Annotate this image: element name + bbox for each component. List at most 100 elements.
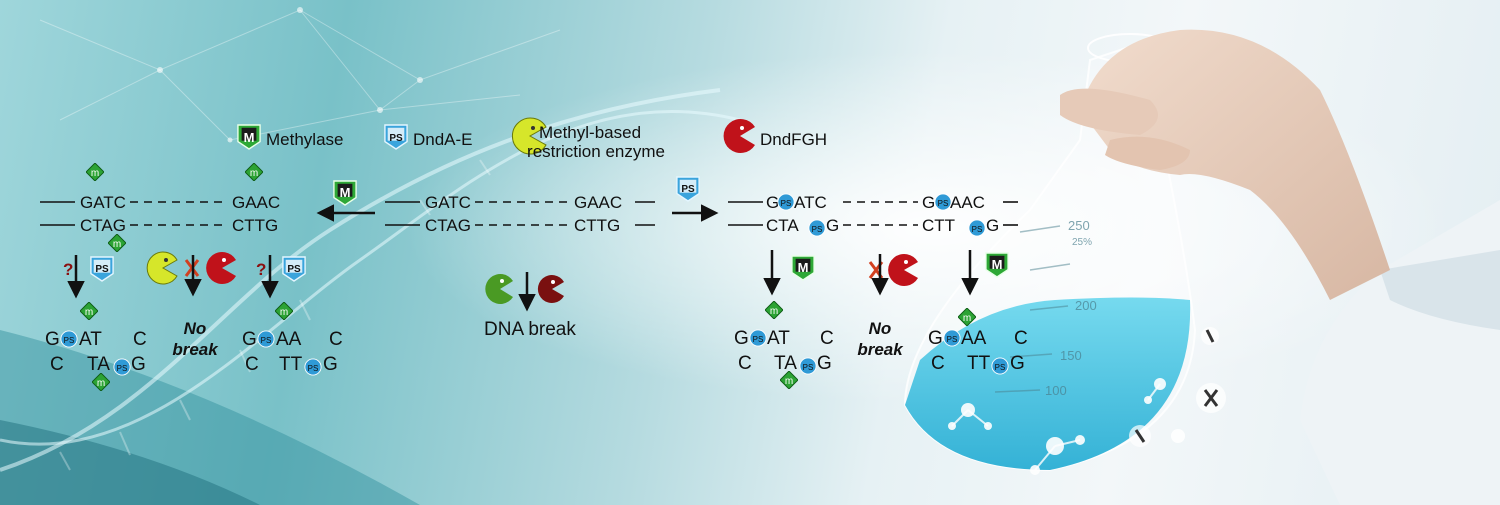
svg-text:PS: PS <box>947 335 958 344</box>
svg-text:PS: PS <box>389 133 403 144</box>
left-top-site-1: GATC <box>80 193 126 212</box>
svg-text:PS: PS <box>117 364 128 373</box>
flask-mark-100: 100 <box>1045 383 1067 398</box>
svg-text:C: C <box>738 353 752 374</box>
right-product-1: m G PS AT C C TA PS G m <box>734 301 834 389</box>
flask-mark-200: 200 <box>1075 298 1097 313</box>
center-top-site-2: GAAC <box>574 193 622 212</box>
svg-text:G: G <box>131 354 146 375</box>
svg-text:m: m <box>785 376 793 387</box>
svg-text:AAC: AAC <box>950 193 985 212</box>
svg-text:PS: PS <box>64 336 75 345</box>
left-bottom-site-1: CTAG <box>80 216 126 235</box>
svg-text:M: M <box>244 130 255 145</box>
dna-break-label: DNA break <box>484 319 576 340</box>
svg-text:PS: PS <box>287 264 301 275</box>
svg-text:C: C <box>1014 328 1028 349</box>
right-dna: G PS ATC CTA PS G G PS AAC CTT PS G <box>728 193 1018 237</box>
left-top-site-2: GAAC <box>232 193 280 212</box>
svg-text:m: m <box>91 168 99 179</box>
svg-text:ATC: ATC <box>794 193 827 212</box>
svg-text:G: G <box>1010 353 1025 374</box>
left-product-2: m G PS AA C C TT PS G <box>242 302 343 376</box>
svg-text:?: ? <box>256 260 266 279</box>
svg-text:M: M <box>992 257 1003 272</box>
left-pathway-2 <box>146 251 236 297</box>
svg-text:PS: PS <box>261 336 272 345</box>
svg-text:m: m <box>250 168 258 179</box>
svg-text:AA: AA <box>961 328 987 349</box>
svg-text:m: m <box>113 239 121 250</box>
svg-text:m: m <box>770 306 778 317</box>
legend-methylase-label: Methylase <box>266 130 343 149</box>
svg-text:AT: AT <box>79 329 102 350</box>
center-break-pathway <box>485 272 564 312</box>
right-product-2: m G PS AA C C TT PS G <box>928 308 1028 375</box>
svg-text:M: M <box>340 185 351 200</box>
left-pathway-1: ? PS <box>63 255 114 299</box>
svg-text:G: G <box>817 353 832 374</box>
left-dna: m m GATC CTAG GAAC CTTG m <box>40 163 280 252</box>
legend-dndfgh-icon <box>723 119 755 154</box>
left-no-break-1: No <box>184 319 207 338</box>
svg-text:G: G <box>45 329 60 350</box>
right-no-break-2: break <box>857 340 904 359</box>
legend-methylase-icon: M <box>237 124 261 150</box>
center-top-site-1: GATC <box>425 193 471 212</box>
svg-text:PS: PS <box>308 364 319 373</box>
svg-text:C: C <box>931 353 945 374</box>
svg-text:G: G <box>826 216 839 235</box>
left-no-break-2: break <box>172 340 219 359</box>
svg-text:M: M <box>798 260 809 275</box>
svg-text:G: G <box>242 329 257 350</box>
legend-methyl-enzyme-icon <box>511 117 547 155</box>
legend-methyl-label-1: Methyl-based <box>539 123 641 142</box>
flask-mark-percent: 25% <box>1072 237 1092 248</box>
legend-ps-icon: PS <box>384 124 408 150</box>
center-dna: GATC CTAG GAAC CTTG <box>385 193 655 235</box>
svg-text:PS: PS <box>995 363 1006 372</box>
svg-text:G: G <box>986 216 999 235</box>
right-pathway-2 <box>868 254 918 296</box>
svg-text:G: G <box>734 328 749 349</box>
center-bottom-site-1: CTAG <box>425 216 471 235</box>
svg-text:m: m <box>963 313 971 324</box>
svg-text:CTA: CTA <box>766 216 799 235</box>
svg-text:G: G <box>323 354 338 375</box>
svg-text:AT: AT <box>767 328 790 349</box>
svg-text:TA: TA <box>774 353 797 374</box>
left-pathway-3: ? PS <box>256 255 306 299</box>
svg-text:CTT: CTT <box>922 216 955 235</box>
flask-mark-150: 150 <box>1060 348 1082 363</box>
svg-text:m: m <box>280 307 288 318</box>
svg-text:PS: PS <box>681 184 695 195</box>
svg-text:C: C <box>133 329 147 350</box>
svg-text:G: G <box>766 193 779 212</box>
svg-text:C: C <box>245 354 259 375</box>
legend-dnd-label: DndA-E <box>413 130 473 149</box>
svg-text:?: ? <box>63 260 73 279</box>
svg-text:G: G <box>922 193 935 212</box>
svg-text:C: C <box>329 329 343 350</box>
right-pathway-3: M <box>961 250 1009 296</box>
left-product-1: m G PS AT C C TA PS G m <box>45 302 147 391</box>
svg-text:PS: PS <box>938 199 949 208</box>
svg-text:C: C <box>820 328 834 349</box>
legend-methyl-label-2: restriction enzyme <box>527 142 665 161</box>
right-no-break-1: No <box>869 319 892 338</box>
svg-text:PS: PS <box>781 199 792 208</box>
svg-text:AA: AA <box>276 329 302 350</box>
right-pathway-1: M <box>763 250 815 296</box>
svg-text:G: G <box>928 328 943 349</box>
svg-text:m: m <box>97 378 105 389</box>
svg-text:TT: TT <box>967 353 991 374</box>
flask-mark-250: 250 <box>1068 218 1090 233</box>
svg-text:TT: TT <box>279 354 303 375</box>
svg-text:PS: PS <box>803 363 814 372</box>
ps-badge-right: PS <box>676 176 700 202</box>
svg-text:C: C <box>50 354 64 375</box>
center-bottom-site-2: CTTG <box>574 216 620 235</box>
left-bottom-site-2: CTTG <box>232 216 278 235</box>
